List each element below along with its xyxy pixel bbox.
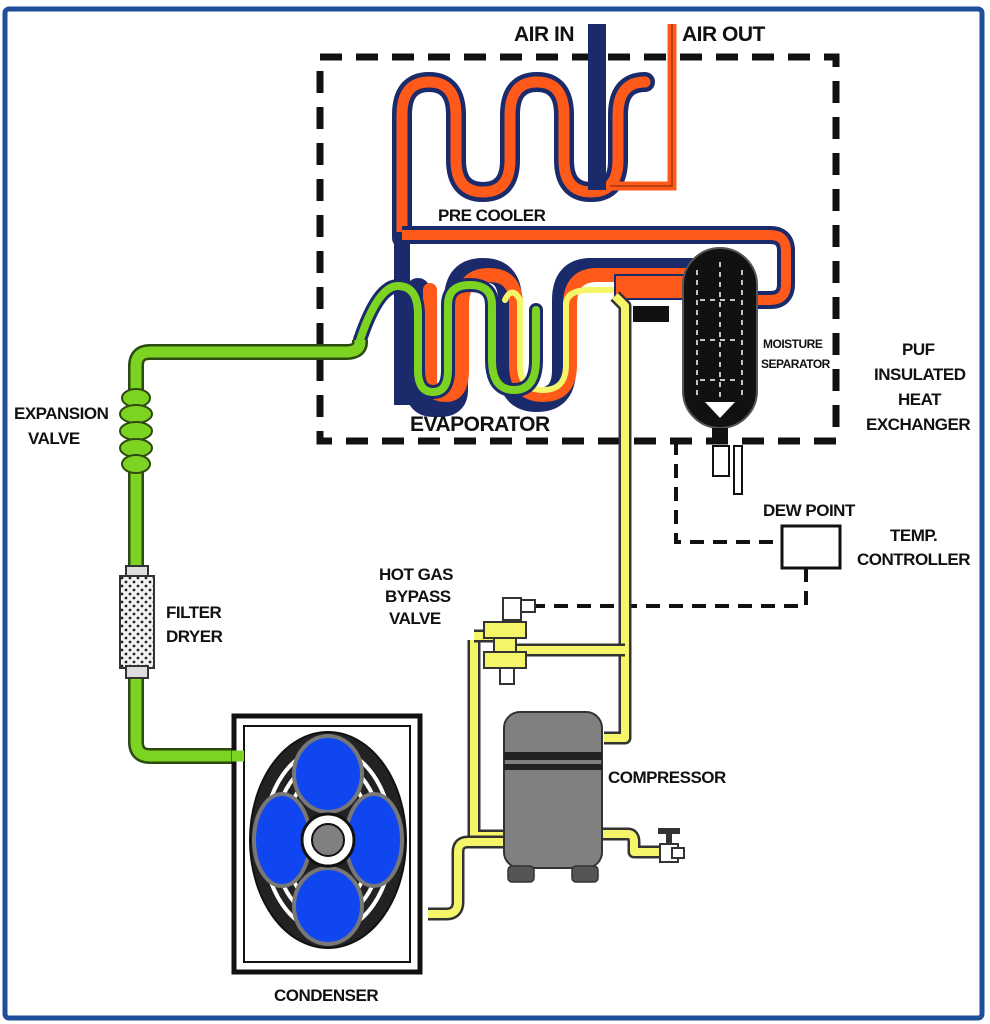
temp-controller-label-1: TEMP.	[890, 526, 937, 545]
evaporator-coil	[406, 258, 712, 417]
evaporator-outlet-header	[614, 274, 696, 300]
moisture-separator-label-1: MOISTURE	[763, 337, 823, 351]
air-out-label: AIR OUT	[682, 23, 766, 46]
evaporator-label: EVAPORATOR	[410, 413, 550, 436]
hot-gas-bypass-valve	[483, 597, 536, 685]
expansion-valve-label-2: VALVE	[28, 429, 80, 448]
hot-gas-label-2: BYPASS	[385, 587, 451, 606]
filter-dryer-label-1: FILTER	[166, 603, 221, 622]
filter-dryer-label-2: DRYER	[166, 627, 223, 646]
controller-to-bypass-line	[530, 568, 808, 608]
dew-point-signal-line	[674, 441, 782, 544]
pre-cooler-label: PRE COOLER	[438, 206, 546, 225]
compressor-label: COMPRESSOR	[608, 768, 726, 787]
heat-exchanger-boundary	[316, 53, 840, 445]
condenser-label: CONDENSER	[274, 986, 378, 1005]
hot-gas-label-3: VALVE	[389, 609, 441, 628]
hot-gas-label-1: HOT GAS	[379, 565, 453, 584]
temp-controller-label-2: CONTROLLER	[857, 550, 970, 569]
compressor	[503, 711, 603, 883]
puf-label-4: EXCHANGER	[866, 415, 970, 434]
compressor-service-valve	[658, 828, 685, 863]
air-in-label: AIR IN	[514, 23, 574, 46]
filter-dryer	[119, 565, 155, 679]
fan-blade-top	[292, 734, 364, 814]
fan-blade-bottom	[292, 866, 364, 946]
condenser	[231, 713, 423, 975]
expansion-valve	[119, 388, 153, 474]
moisture-separator-label-2: SEPARATOR	[761, 357, 831, 371]
puf-label-2: INSULATED	[874, 365, 966, 384]
dew-point-label: DEW POINT	[763, 501, 856, 520]
puf-label-3: HEAT	[898, 390, 942, 409]
puf-label-1: PUF	[902, 340, 935, 359]
moisture-separator	[682, 247, 758, 495]
dew-point-controller-box	[780, 524, 842, 570]
expansion-valve-label-1: EXPANSION	[14, 404, 109, 423]
fan-hub	[311, 823, 345, 857]
